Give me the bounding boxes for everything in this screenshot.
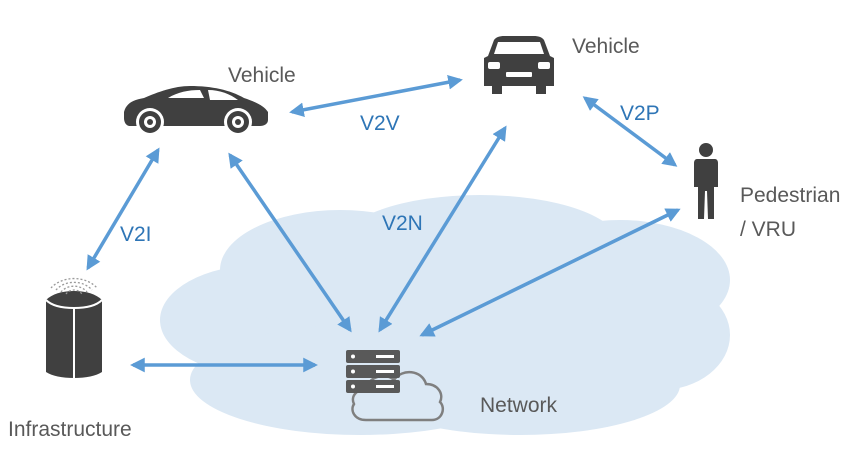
person-icon <box>694 143 718 219</box>
vehicle-left-label: Vehicle <box>228 64 296 87</box>
v2p-arrow <box>582 96 678 167</box>
server-cloud-icon <box>346 350 444 422</box>
vehicle-right-label: Vehicle <box>572 35 640 58</box>
car-front-icon <box>484 36 554 94</box>
vehicle-network-arrow <box>228 152 352 333</box>
v2i-label: V2I <box>120 223 152 246</box>
roadside-unit-icon <box>45 277 103 378</box>
network-label: Network <box>480 394 558 417</box>
pedestrian-network-arrow <box>419 208 681 337</box>
v2p-label: V2P <box>620 102 660 125</box>
pedestrian-label-line2: / VRU <box>740 218 797 241</box>
v2i-arrow <box>86 147 160 271</box>
sports-car-icon <box>124 86 268 136</box>
v2v-arrow <box>289 74 463 118</box>
v2n-label: V2N <box>382 212 423 235</box>
pedestrian-label-line1: Pedestrian <box>740 184 841 207</box>
network-cloud <box>160 195 730 435</box>
infrastructure-label: Infrastructure <box>8 418 132 441</box>
v2v-label: V2V <box>360 112 400 135</box>
